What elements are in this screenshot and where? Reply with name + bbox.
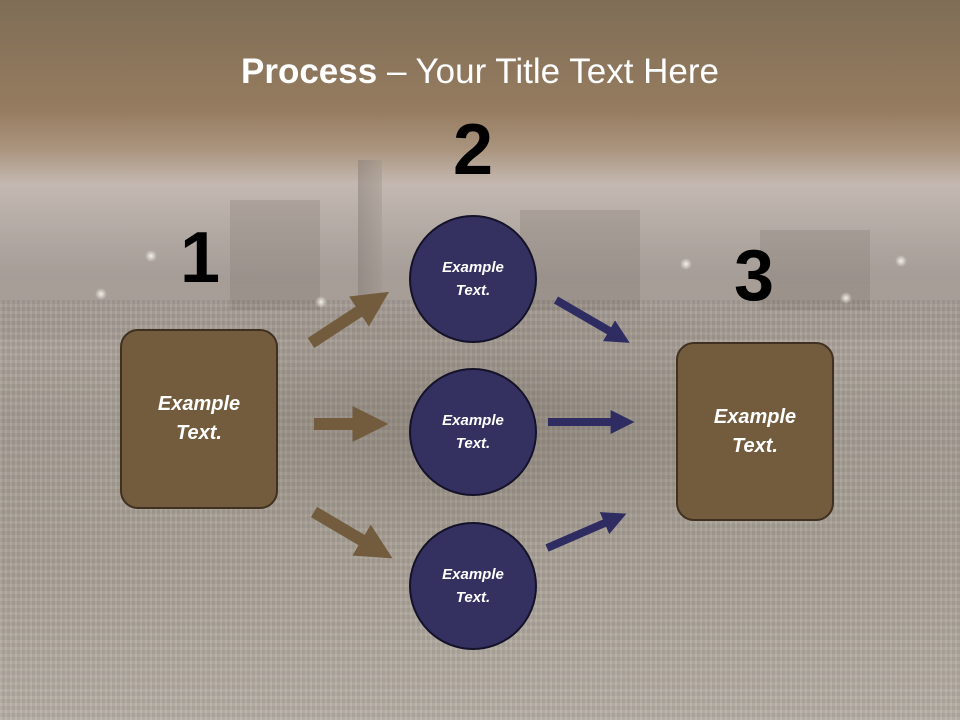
background-building: [520, 210, 640, 310]
step-1-box: Example Text.: [120, 329, 278, 509]
step-3-number: 3: [733, 236, 775, 316]
step-2-number: 2: [452, 110, 494, 190]
step-1-text: Example Text.: [157, 393, 241, 444]
background-light: [145, 250, 157, 262]
arrow-2-to-3-top: [553, 296, 630, 343]
background-building: [230, 200, 320, 310]
arrow-1-to-2-top: [307, 291, 390, 349]
background-light: [840, 292, 852, 304]
arrow-2-to-3-bottom: [545, 512, 627, 552]
background-light: [95, 288, 107, 300]
title-rest: – Your Title Text Here: [377, 52, 719, 91]
step-3-text: Example Text.: [713, 405, 797, 457]
step-2-circle-middle: Example Text.: [409, 368, 537, 496]
background-light: [315, 296, 327, 308]
step-3-box: Example Text.: [676, 342, 834, 521]
background-minaret: [358, 160, 382, 310]
step-2-circle-top: Example Text.: [409, 215, 537, 343]
step-2-text-top: Example Text.: [442, 259, 504, 299]
step-2-circle-bottom: Example Text.: [409, 522, 537, 650]
step-2-text-middle: Example Text.: [442, 412, 504, 452]
title-bold: Process: [241, 52, 378, 91]
step-1-number: 1: [179, 218, 221, 298]
step-2-text-bottom: Example Text.: [442, 566, 504, 606]
slide-title: Process – Your Title Text Here: [0, 52, 960, 92]
background-light: [895, 255, 907, 267]
arrow-1-to-2-bottom: [310, 506, 393, 559]
background-light: [680, 258, 692, 270]
